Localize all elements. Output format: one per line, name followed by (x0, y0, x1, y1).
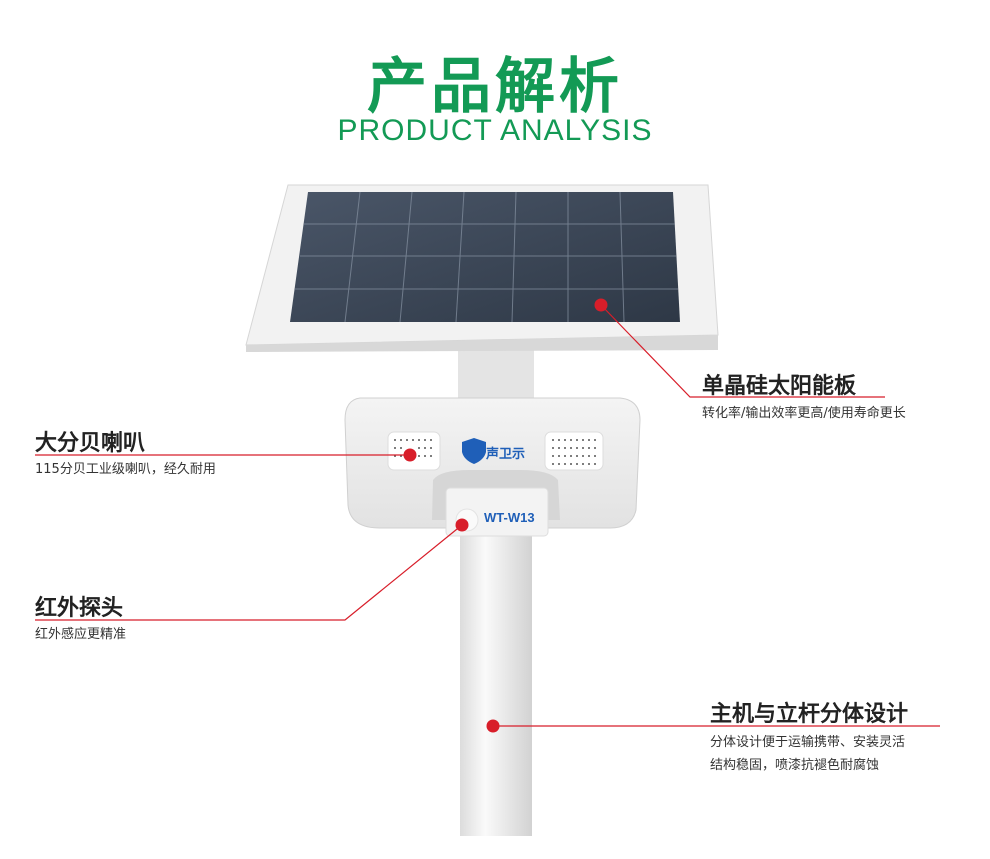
callout-lines (35, 304, 940, 727)
callout-title-speaker: 大分贝喇叭 (35, 431, 146, 456)
callout-dot-solar (594, 298, 608, 312)
callout-text-infrared: 红外感应更精准 (35, 627, 127, 642)
pole (460, 520, 532, 836)
callout-text-pole-2: 结构稳固，喷漆抗褪色耐腐蚀 (710, 758, 880, 773)
callout-title-solar: 单晶硅太阳能板 (702, 374, 857, 399)
page-title-cn: 产品解析 (367, 52, 623, 122)
page-title-en: PRODUCT ANALYSIS (337, 114, 653, 147)
callout-dot-speaker (403, 448, 417, 462)
callout-title-pole: 主机与立杆分体设计 (710, 702, 909, 727)
callout-text-pole-1: 分体设计便于运输携带、安装灵活 (710, 735, 906, 750)
main-unit (344, 397, 641, 537)
solar-panel (245, 184, 719, 352)
callout-text-speaker: 115分贝工业级喇叭，经久耐用 (35, 462, 216, 477)
panel-bracket (458, 345, 534, 405)
callout-title-infrared: 红外探头 (35, 596, 124, 621)
shield-logo-icon (462, 438, 486, 464)
callout-dot-infrared (455, 518, 469, 532)
model-label: WT-W13 (484, 510, 535, 525)
speaker-grille-right (544, 431, 604, 471)
callout-dot-pole (486, 719, 500, 733)
brand-logo-text: 声卫示 (486, 447, 526, 462)
callout-text-solar: 转化率/输出效率更高/使用寿命更长 (702, 406, 906, 421)
